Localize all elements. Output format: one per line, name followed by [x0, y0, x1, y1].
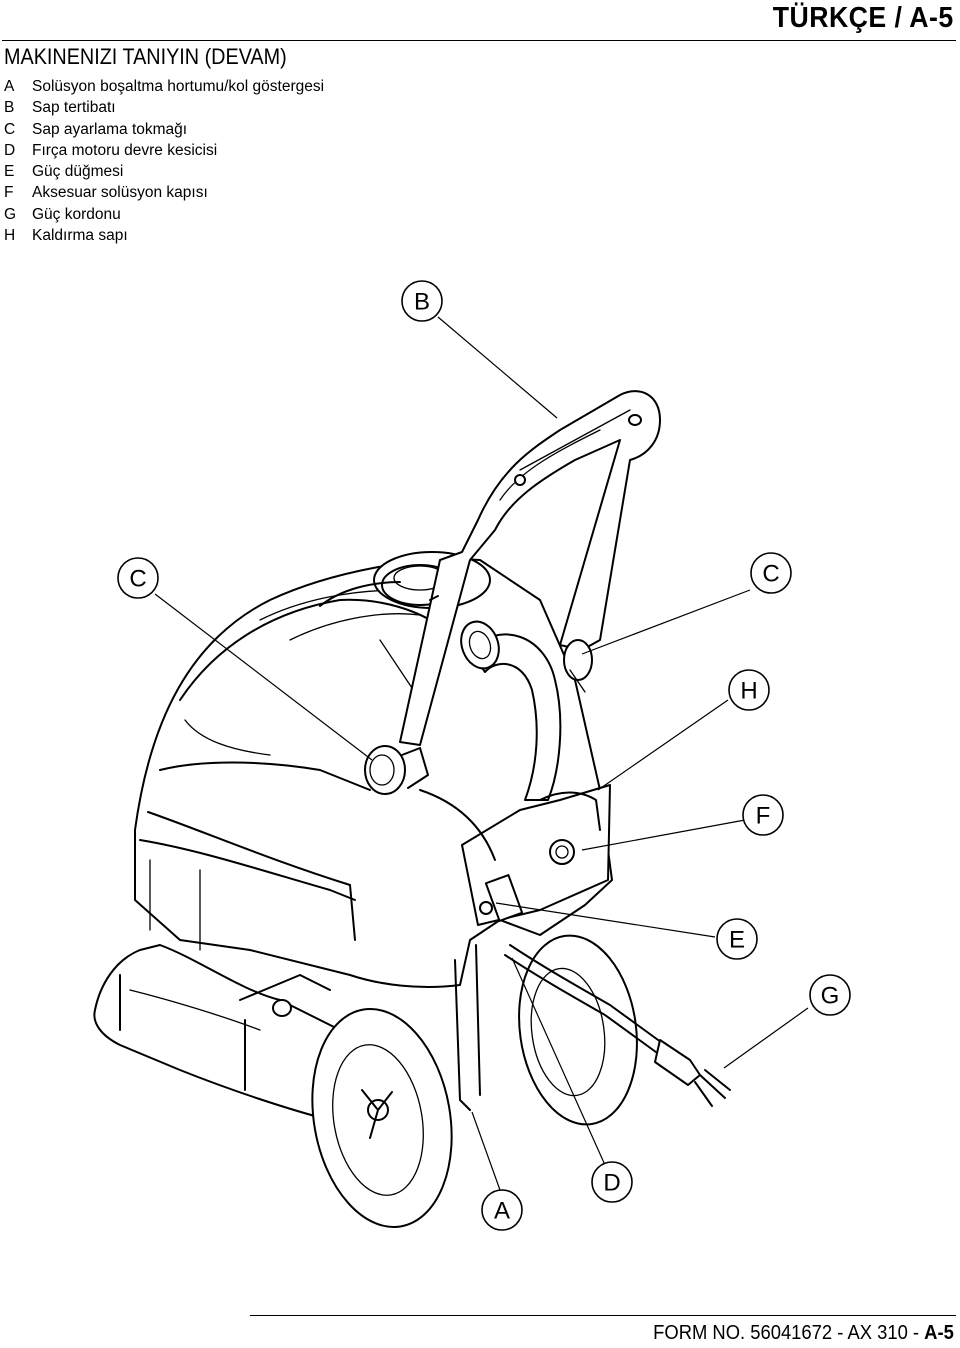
legend-label: Aksesuar solüsyon kapısı: [32, 184, 208, 202]
leader-b: [437, 316, 558, 419]
legend-label: Kaldırma sapı: [32, 227, 128, 245]
callout-b: B: [401, 280, 443, 322]
machine-illustration: B C C H F E G A: [0, 270, 960, 1290]
leader-f: [581, 819, 746, 851]
callout-a-label: A: [494, 1198, 510, 1225]
base-bumper: [93, 944, 341, 1121]
callout-h-label: H: [740, 678, 757, 705]
legend-label: Sap ayarlama tokmağı: [32, 120, 188, 138]
legend-key: H: [4, 227, 16, 245]
header-rule: [2, 40, 956, 41]
leader-g: [723, 1007, 809, 1069]
callout-e-label: E: [729, 927, 745, 954]
legend-item: H Kaldırma sapı: [4, 225, 324, 246]
callout-g-label: G: [821, 983, 840, 1010]
callout-c-right: C: [750, 552, 792, 594]
machine-drawing: B C C H F E G A: [93, 280, 851, 1231]
leader-d: [511, 957, 606, 1166]
rear-wheel: [518, 934, 638, 1126]
callout-a: A: [481, 1189, 523, 1231]
footer-page-ref: A-5: [924, 1322, 954, 1344]
callout-g: G: [809, 974, 851, 1016]
legend-label: Solüsyon boşaltma hortumu/kol göstergesi: [32, 78, 325, 95]
legend-key: F: [4, 184, 14, 202]
footer-rule: [250, 1315, 956, 1316]
callout-d: D: [591, 1161, 633, 1203]
handle-knobs: [364, 639, 593, 795]
legend-key: C: [4, 120, 16, 138]
legend-item: F Aksesuar solüsyon kapısı: [4, 182, 324, 203]
form-number: FORM NO. 56041672 - AX 310 - A-5: [653, 1322, 954, 1345]
form-number-text: FORM NO. 56041672 - AX 310 -: [653, 1322, 925, 1344]
callout-c-left-label: C: [129, 566, 146, 593]
legend-key: D: [4, 141, 16, 159]
callout-e: E: [716, 918, 758, 960]
callout-d-label: D: [603, 1170, 620, 1197]
legend-label: Sap tertibatı: [32, 99, 116, 117]
legend-item: C Sap ayarlama tokmağı: [4, 119, 324, 140]
parts-legend: A Solüsyon boşaltma hortumu/kol gösterges…: [4, 76, 324, 246]
legend-key: G: [4, 205, 17, 223]
leader-e: [495, 902, 716, 938]
legend-label: Güç kordonu: [32, 205, 121, 223]
leader-h: [597, 699, 729, 791]
legend-item: E Güç düğmesi: [4, 161, 324, 182]
leader-c-right: [581, 589, 751, 655]
legend-label: Fırça motoru devre kesicisi: [32, 141, 218, 159]
leader-c-left: [154, 593, 373, 761]
page-header: TÜRKÇE / A-5: [0, 0, 960, 48]
legend-key: A: [4, 78, 15, 95]
callout-h: H: [728, 669, 770, 711]
section-title: MAKINENIZI TANIYIN (DEVAM): [4, 44, 287, 69]
drain-hose-and-cord: [419, 789, 731, 1111]
handle-assembly: [399, 390, 661, 746]
legend-item: G Güç kordonu: [4, 204, 324, 225]
legend-label: Güç düğmesi: [32, 163, 124, 181]
control-panel: [461, 784, 611, 926]
callout-c-right-label: C: [762, 561, 779, 588]
legend-item: A Solüsyon boşaltma hortumu/kol gösterges…: [4, 76, 324, 97]
legend-key: E: [4, 163, 15, 181]
legend-item: B Sap tertibatı: [4, 97, 324, 118]
callout-b-label: B: [414, 289, 430, 316]
language-page-label: TÜRKÇE / A-5: [773, 2, 954, 34]
legend-item: D Fırça motoru devre kesicisi: [4, 140, 324, 161]
legend-key: B: [4, 99, 15, 117]
leader-a: [471, 1111, 501, 1191]
page-footer: FORM NO. 56041672 - AX 310 - A-5: [0, 1312, 960, 1348]
front-wheel: [311, 1008, 453, 1228]
callout-f-label: F: [756, 803, 771, 830]
leader-lines: [154, 316, 809, 1191]
callout-f: F: [742, 794, 784, 836]
recovery-hose: [460, 620, 562, 801]
callout-c-left: C: [117, 557, 159, 599]
